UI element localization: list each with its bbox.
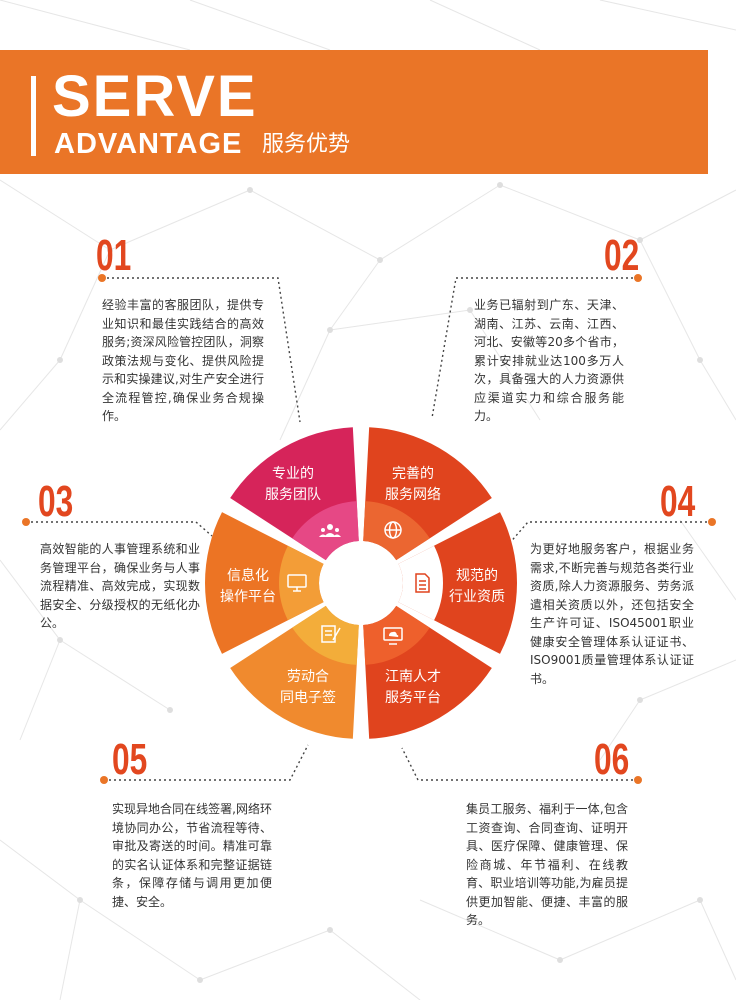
globe-icon [384, 521, 402, 539]
contract-pen-icon [321, 625, 341, 643]
wheel-segment-team-inner [292, 501, 359, 561]
header-title-advantage: ADVANTAGE [54, 128, 243, 160]
wheel-label-platform: 信息化 操作平台 [220, 568, 276, 605]
cloud-screen-icon [383, 627, 403, 645]
service-wheel [205, 427, 517, 739]
item-desc-03: 高效智能的人事管理系统和业务管理平台，确保业务与人事流程精准、高效完成，实现数据… [40, 542, 200, 630]
wheel-label-network: 完善的 服务网络 [385, 466, 441, 503]
item-desc-06: 集员工服务、福利于一体,包含工资查询、合同查询、证明开具、医疗保障、健康管理、保… [466, 802, 628, 927]
item-number-01: 01 [96, 231, 132, 280]
team-icon [319, 524, 341, 537]
wheel-hub [321, 543, 401, 623]
wheel-segment-platform [205, 512, 324, 654]
header-title-cn: 服务优势 [262, 132, 351, 157]
connector-dots [22, 274, 716, 784]
item-desc-02: 业务已辐射到广东、天津、湖南、江苏、云南、江西、河北、安徽等20多个省市，累计安… [474, 298, 624, 423]
monitor-icon [287, 574, 307, 592]
wheel-label-team: 专业的 服务团队 [265, 466, 321, 503]
item-number-02: 02 [604, 231, 640, 280]
item-number-05: 05 [112, 735, 148, 784]
wheel-segment-qualification-inner [398, 545, 443, 621]
wheel-segment-platform-inner [278, 545, 324, 621]
wheel-segment-qualification [398, 512, 517, 654]
item-desc-05: 实现异地合同在线签署,网络环境协同办公，节省流程等待、审批及寄送的时间。精准可靠… [112, 802, 272, 909]
header-title-serve: SERVE [52, 64, 258, 129]
header-banner: SERVE ADVANTAGE 服务优势 [0, 50, 708, 174]
document-icon [415, 573, 430, 593]
wheel-label-talent-platform: 江南人才 服务平台 [385, 669, 441, 706]
item-desc-04: 为更好地服务客户，根据业务需求,不断完善与规范各类行业资质,除人力资源服务、劳务… [530, 542, 694, 686]
item-number-04: 04 [660, 477, 696, 526]
header-accent-bar [31, 76, 36, 156]
item-number-06: 06 [594, 735, 630, 784]
wheel-icons [287, 521, 430, 645]
wheel-label-qualification: 规范的 行业资质 [449, 568, 505, 605]
wheel-label-esign: 劳动合 同电子签 [280, 669, 336, 706]
item-number-03: 03 [38, 477, 74, 526]
item-desc-01: 经验丰富的客服团队，提供专业知识和最佳实践结合的高效服务;资深风险管控团队，洞察… [102, 298, 264, 423]
dotted-connectors [26, 277, 712, 781]
